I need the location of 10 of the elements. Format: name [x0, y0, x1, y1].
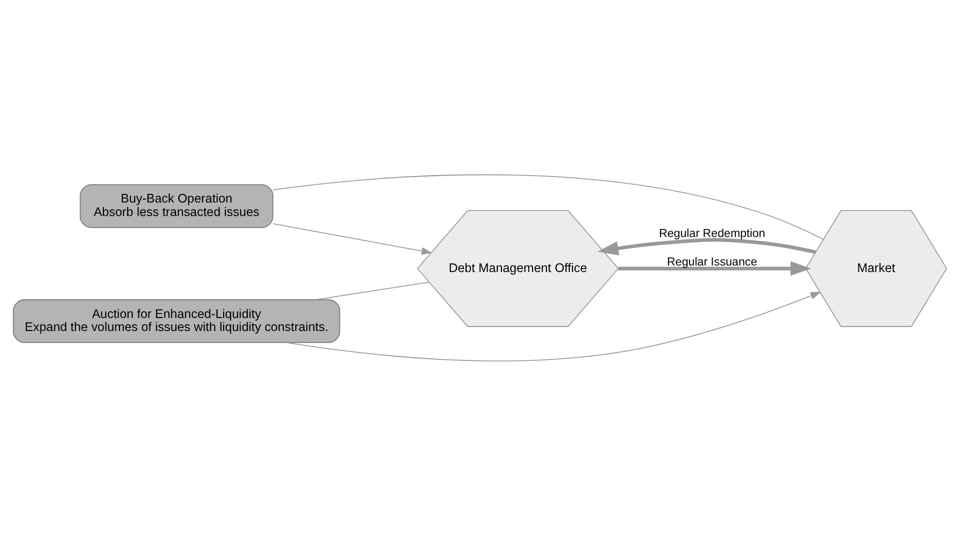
edge-label: Regular Redemption — [659, 228, 766, 240]
arrow — [618, 261, 812, 276]
edge-label: Regular Issuance — [667, 256, 758, 268]
connector — [272, 174, 824, 240]
connector — [315, 282, 430, 300]
arrow — [598, 238, 816, 256]
node-box: Buy-Back Operation Absorb less transacted issues — [80, 184, 274, 228]
arrow — [272, 223, 432, 255]
arrow — [286, 292, 822, 362]
node-box: Auction for Enhanced-Liquidity Expand the volumes of issues with liquidity constraints. — [12, 299, 340, 343]
